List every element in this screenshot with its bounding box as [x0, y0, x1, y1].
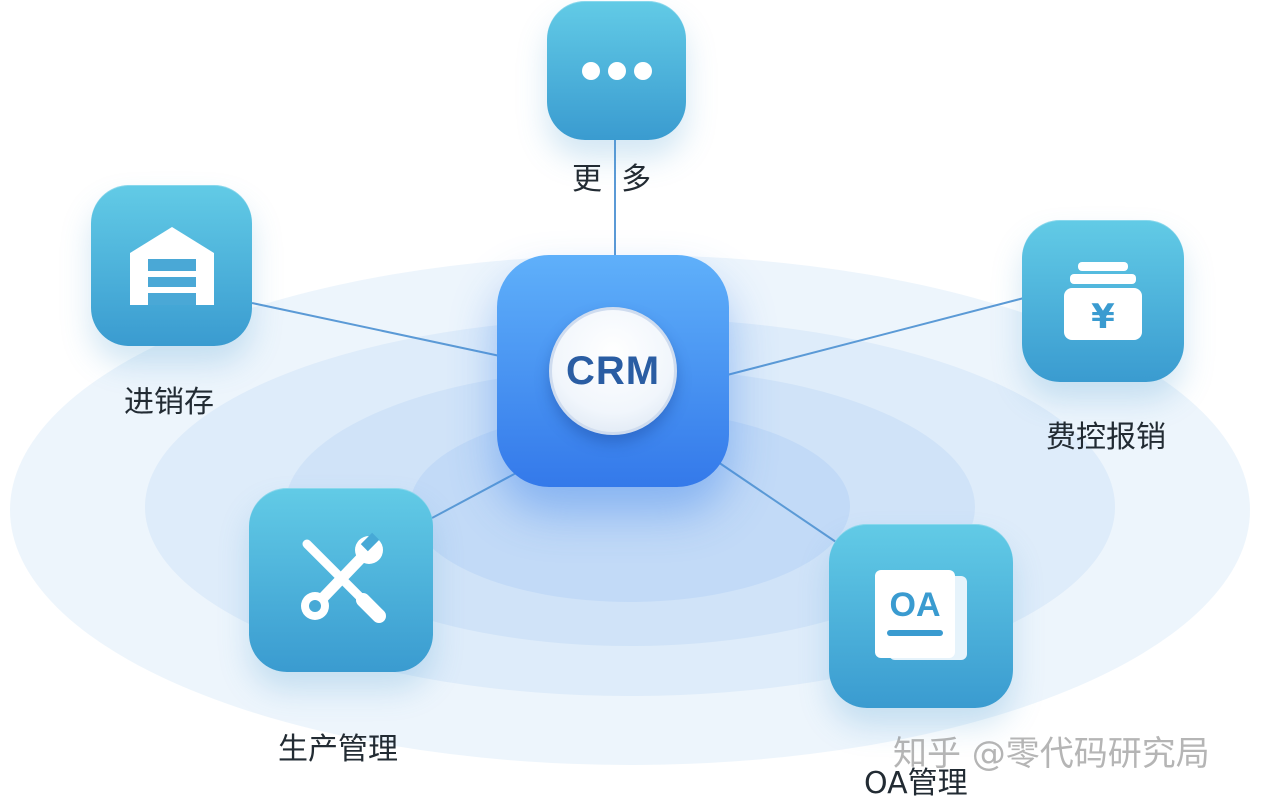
warehouse-icon: [129, 226, 214, 305]
more-dots-icon: [581, 61, 652, 80]
crm-badge: CRM: [549, 307, 677, 435]
more-tile[interactable]: [547, 1, 686, 140]
tools-icon: [301, 532, 386, 623]
inventory-label: 进销存: [124, 385, 214, 420]
production-label: 生产管理: [278, 732, 398, 767]
crm-hub[interactable]: CRM: [497, 255, 729, 487]
oa-tile[interactable]: OA: [829, 524, 1013, 708]
yen-wallet-icon: ¥: [1064, 262, 1142, 340]
oa-label: OA管理: [864, 766, 968, 801]
link-production: [431, 471, 519, 519]
crm-label: CRM: [565, 348, 661, 393]
more-label: 更 多: [572, 162, 652, 197]
production-tile[interactable]: [249, 488, 433, 672]
link-inventory: [251, 302, 501, 357]
expense-label: 费控报销: [1046, 420, 1166, 455]
link-oa: [717, 461, 837, 543]
oa-icon-text: OA: [890, 586, 941, 624]
inventory-tile[interactable]: [91, 185, 252, 346]
watermark: 知乎 @零代码研究局: [893, 734, 1210, 774]
expense-tile[interactable]: ¥: [1022, 220, 1184, 382]
oa-document-icon: OA: [875, 570, 967, 660]
link-expense: [726, 297, 1025, 376]
svg-text:¥: ¥: [1091, 297, 1115, 337]
